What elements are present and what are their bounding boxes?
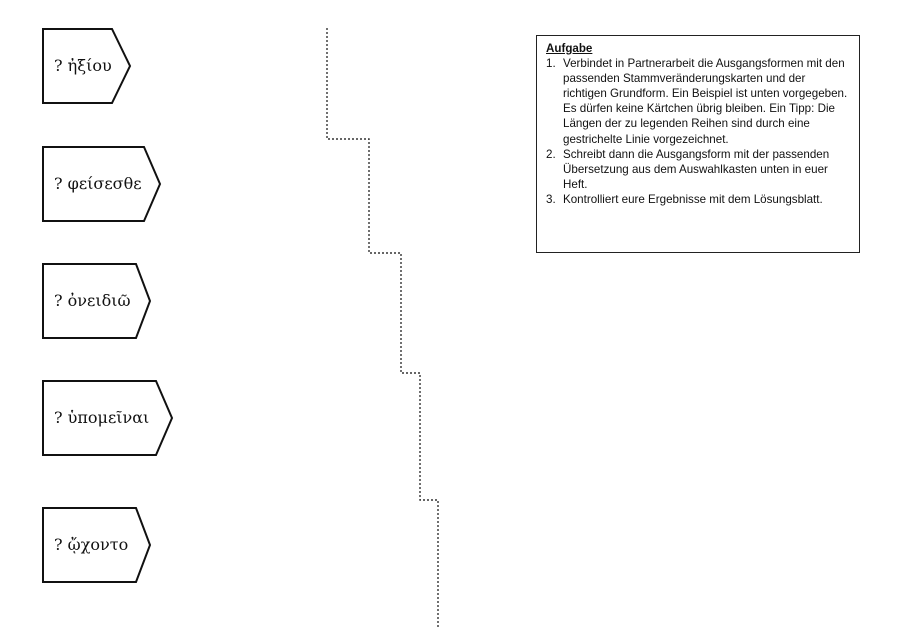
card-pentagon-shape (42, 380, 174, 456)
task-item-2: 2. Schreibt dann die Ausgangsform mit de… (546, 147, 851, 192)
task-item-3: 3. Kontrolliert eure Ergebnisse mit dem … (546, 192, 851, 207)
card-pentagon-shape (42, 507, 152, 583)
word-card-1[interactable]: ? ἠξίου (42, 28, 132, 104)
word-card-4[interactable]: ? ὑπομεῖναι (42, 380, 174, 456)
card-pentagon-shape (42, 28, 132, 104)
word-card-label: ? ᾤχοντο (54, 535, 129, 554)
task-item-text: Verbindet in Partnerarbeit die Ausgangsf… (563, 57, 848, 146)
word-card-3[interactable]: ? ὀνειδιῶ (42, 263, 152, 339)
word-card-label: ? ὀνειδιῶ (54, 291, 131, 310)
word-card-label: ? ἠξίου (54, 56, 112, 75)
word-card-5[interactable]: ? ᾤχοντο (42, 507, 152, 583)
word-card-2[interactable]: ? φείσεσθε (42, 146, 162, 222)
task-item-text: Kontrolliert eure Ergebnisse mit dem Lös… (563, 192, 823, 206)
task-list: 1. Verbindet in Partnerarbeit die Ausgan… (546, 56, 851, 207)
task-item-1: 1. Verbindet in Partnerarbeit die Ausgan… (546, 56, 851, 147)
task-item-number: 1. (546, 57, 556, 71)
task-item-number: 2. (546, 147, 556, 161)
task-item-number: 3. (546, 192, 556, 206)
task-instructions-box: Aufgabe 1. Verbindet in Partnerarbeit di… (536, 35, 860, 253)
dashed-staircase-line (326, 28, 439, 628)
word-card-label: ? φείσεσθε (54, 174, 142, 193)
task-title: Aufgabe (546, 42, 593, 55)
card-pentagon-shape (42, 146, 162, 222)
task-item-text: Schreibt dann die Ausgangsform mit der p… (563, 147, 830, 191)
word-card-label: ? ὑπομεῖναι (54, 408, 150, 427)
card-pentagon-shape (42, 263, 152, 339)
